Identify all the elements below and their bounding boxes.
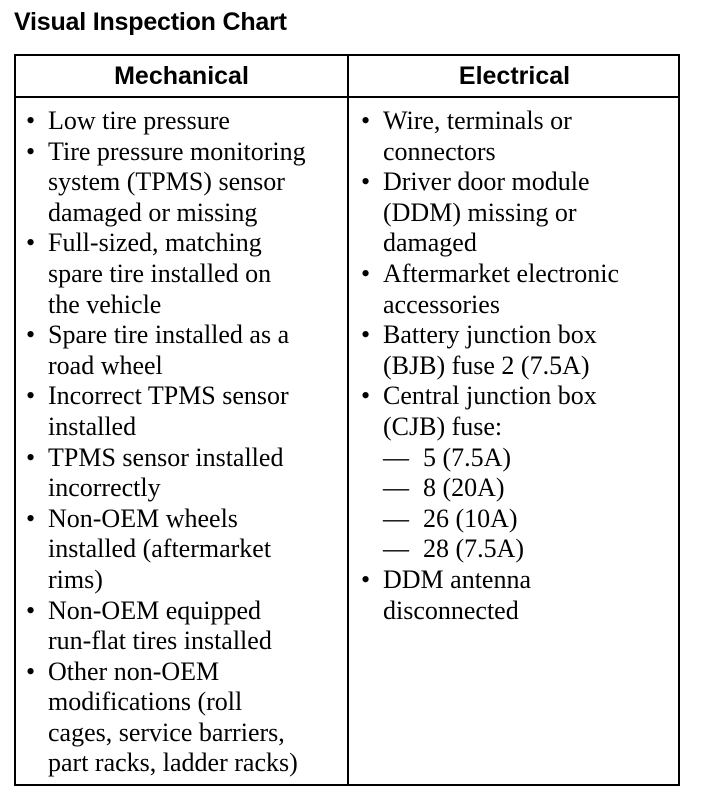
sub-list-item: — 26 (10A): [383, 504, 677, 535]
column-header-mechanical: Mechanical: [114, 62, 249, 90]
item-text: DDM antenna: [383, 564, 532, 594]
list-item: Other non-OEM modifications (roll cages,…: [24, 657, 342, 779]
list-item: Low tire pressure: [24, 106, 342, 137]
item-text: Wire, terminals or: [383, 106, 572, 135]
fuse-value: 28 (7.5A): [423, 534, 525, 564]
list-item: TPMS sensor installed incorrectly: [24, 443, 342, 504]
fuse-sublist: — 5 (7.5A) — 8 (20A) — 26 (10A) — 28 (7.5A): [383, 443, 677, 565]
list-item: Wire, terminals or connectors: [359, 106, 677, 167]
fuse-value: 5 (7.5A): [423, 442, 512, 472]
sub-list-item: — 28 (7.5A): [383, 534, 677, 565]
item-text: modifications (roll: [48, 687, 243, 717]
item-text: Incorrect TPMS sensor: [48, 381, 289, 411]
item-text: road wheel: [48, 350, 163, 380]
item-text: part racks, ladder racks): [48, 748, 298, 778]
list-item: DDM antenna disconnected: [359, 565, 677, 626]
dash-mark: —: [383, 442, 409, 472]
item-text: damaged: [383, 228, 477, 258]
column-header-electrical: Electrical: [458, 62, 571, 90]
item-text: Driver door module: [383, 167, 590, 197]
header-divider: [16, 96, 678, 98]
item-text: spare tire installed on: [48, 258, 272, 288]
chart-title: Visual Inspection Chart: [14, 8, 287, 36]
item-text: Aftermarket electronic: [383, 258, 620, 288]
mechanical-list: Low tire pressure Tire pressure monitori…: [24, 106, 342, 779]
list-item: Tire pressure monitoring system (TPMS) s…: [24, 137, 342, 229]
item-text: incorrectly: [48, 473, 161, 503]
item-text: the vehicle: [48, 289, 162, 319]
fuse-value: 26 (10A): [423, 503, 518, 533]
item-text: (BJB) fuse 2 (7.5A): [383, 350, 590, 380]
list-item: Aftermarket electronic accessories: [359, 259, 677, 320]
fuse-value: 8 (20A): [423, 473, 505, 503]
sub-list-item: — 8 (20A): [383, 473, 677, 504]
item-text: system (TPMS) sensor: [48, 167, 285, 197]
dash-mark: —: [383, 534, 409, 564]
list-item: Non-OEM equipped run-flat tires installe…: [24, 596, 342, 657]
sub-list-item: — 5 (7.5A): [383, 443, 677, 474]
item-text: accessories: [383, 289, 500, 319]
item-text: disconnected: [383, 595, 519, 625]
item-text: Non-OEM equipped: [48, 595, 262, 625]
item-text: Battery junction box: [383, 320, 597, 350]
item-text: damaged or missing: [48, 197, 258, 227]
list-item: Spare tire installed as a road wheel: [24, 320, 342, 381]
list-item: Driver door module (DDM) missing or dama…: [359, 167, 677, 259]
item-text: cages, service barriers,: [48, 717, 285, 747]
item-text: Low tire pressure: [48, 106, 230, 135]
item-text: Non-OEM wheels: [48, 503, 238, 533]
electrical-column: Wire, terminals or connectors Driver doo…: [359, 106, 677, 626]
electrical-list: Wire, terminals or connectors Driver doo…: [359, 106, 677, 626]
item-text: (DDM) missing or: [383, 197, 577, 227]
list-item: Full-sized, matching spare tire installe…: [24, 228, 342, 320]
column-divider: [347, 56, 349, 784]
list-item: Battery junction box (BJB) fuse 2 (7.5A): [359, 320, 677, 381]
item-text: run-flat tires installed: [48, 626, 272, 656]
item-text: rims): [48, 564, 103, 594]
item-text: Spare tire installed as a: [48, 320, 290, 350]
item-text: (CJB) fuse:: [383, 411, 503, 441]
list-item: Non-OEM wheels installed (aftermarket ri…: [24, 504, 342, 596]
inspection-table: Mechanical Electrical Low tire pressure …: [14, 54, 680, 786]
mechanical-column: Low tire pressure Tire pressure monitori…: [24, 106, 342, 779]
item-text: Central junction box: [383, 381, 597, 411]
item-text: Other non-OEM: [48, 656, 220, 686]
list-item: Central junction box (CJB) fuse: — 5 (7.5…: [359, 381, 677, 565]
dash-mark: —: [383, 473, 409, 503]
list-item: Incorrect TPMS sensor installed: [24, 381, 342, 442]
item-text: installed (aftermarket: [48, 534, 272, 564]
item-text: Tire pressure monitoring: [48, 136, 306, 166]
item-text: Full-sized, matching: [48, 228, 262, 258]
item-text: TPMS sensor installed: [48, 442, 284, 472]
dash-mark: —: [383, 503, 409, 533]
item-text: installed: [48, 411, 137, 441]
item-text: connectors: [383, 136, 496, 166]
